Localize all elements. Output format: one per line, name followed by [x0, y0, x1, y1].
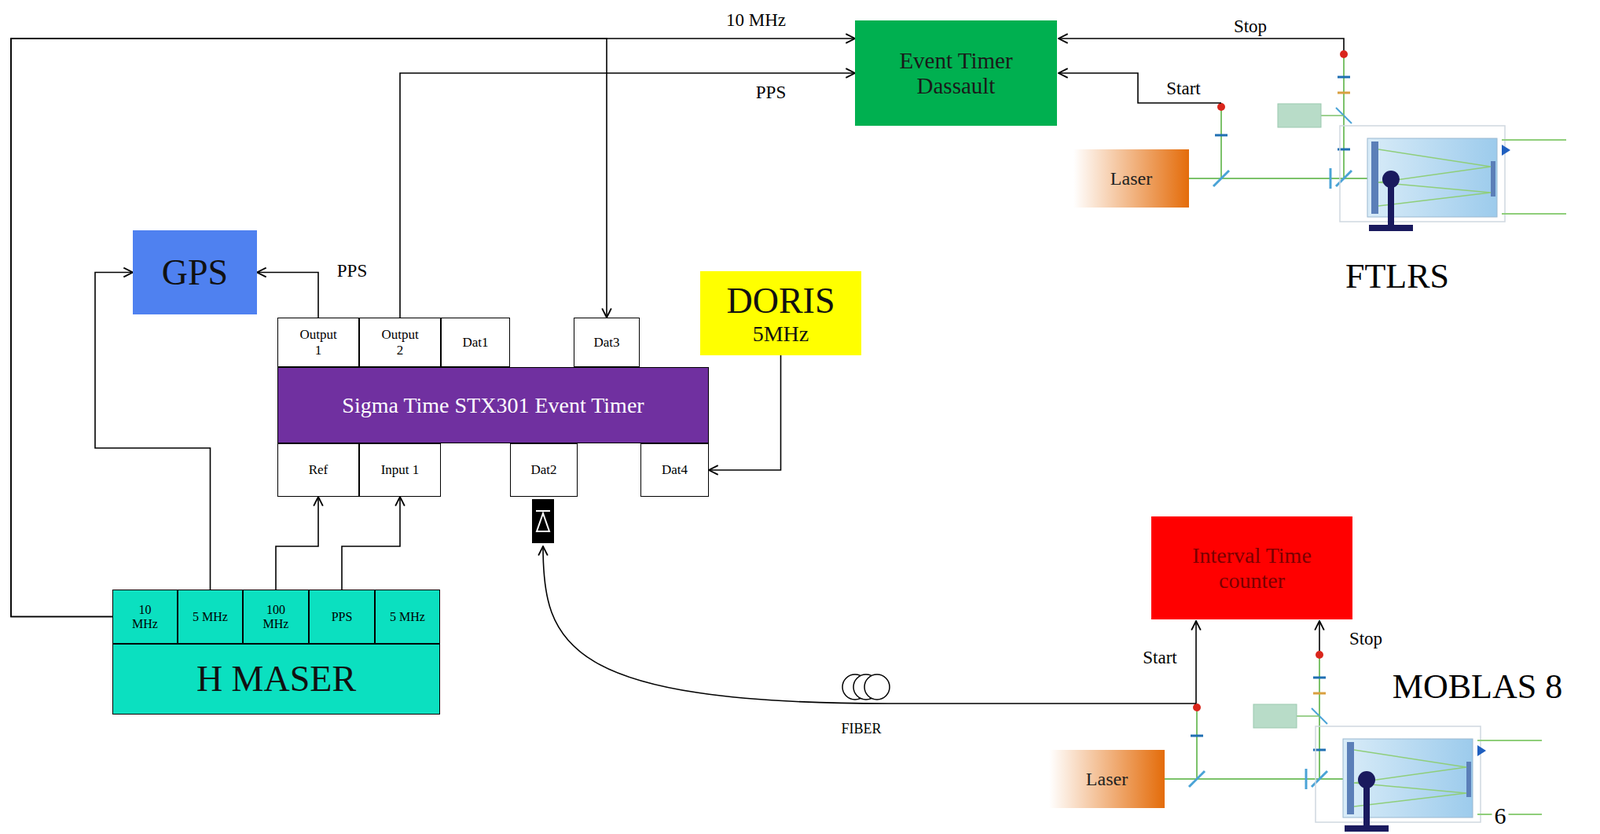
station-name: MOBLAS 8 [1390, 667, 1565, 706]
ftlrs-optics [1188, 50, 1567, 232]
doris-box: DORIS5MHz [700, 271, 862, 356]
node-text: GPS [161, 252, 228, 294]
node-text: PPS [331, 609, 353, 624]
edge-label: PPS [334, 260, 370, 281]
signal-connector [256, 272, 319, 319]
node-text: 10 MHz [124, 602, 166, 632]
station-name: FTLRS [1343, 257, 1452, 296]
signal-label: Start [1163, 78, 1203, 99]
stop-wire [1318, 620, 1321, 651]
page-number: 6 [1492, 802, 1509, 829]
node-text: Event Timer Dassault [862, 47, 1050, 100]
signal-connector [341, 496, 400, 590]
node-text: Dat2 [530, 462, 557, 478]
node-text: Dat3 [593, 334, 620, 350]
port-box: Dat4 [640, 443, 709, 497]
node-text: Output 2 [377, 326, 423, 357]
node-text: 5MHz [752, 321, 810, 346]
port-box: Dat2 [510, 443, 578, 497]
fiber-coil [842, 674, 890, 700]
node-text: Ref [308, 462, 329, 478]
node-text: 100 MHz [255, 602, 296, 632]
gps-box: GPS [132, 230, 257, 315]
signal-connector [95, 272, 211, 591]
node-text: Laser [1110, 168, 1153, 190]
edge-label: PPS [753, 82, 789, 103]
event-timer-box: Sigma Time STX301 Event Timer [277, 366, 709, 444]
port-box: Dat1 [440, 317, 511, 367]
signal-label: Stop [1346, 628, 1385, 649]
maser-box: H MASER [112, 643, 441, 715]
maser-port-box: 100 MHz [242, 589, 309, 644]
node-text: Dat4 [661, 462, 688, 478]
fiber-label: FIBER [838, 721, 884, 738]
photodiode-symbol [532, 499, 555, 544]
start-wire [1058, 73, 1222, 103]
node-text: Interval Time counter [1158, 543, 1346, 593]
node-text: Sigma Time STX301 Event Timer [341, 392, 644, 418]
maser-port-box: PPS [308, 589, 375, 644]
start-wire [1195, 620, 1197, 704]
laser-box: Laser [1073, 149, 1189, 208]
maser-port-box: 5 MHz [177, 589, 243, 644]
counter-box: Interval Time counter [1151, 516, 1353, 620]
signal-label: Start [1140, 647, 1179, 668]
port-box: Ref [277, 443, 360, 497]
port-box: Dat3 [573, 317, 640, 367]
stop-wire [1058, 38, 1344, 51]
maser-port-box: 5 MHz [374, 589, 441, 644]
node-text: Input 1 [381, 462, 420, 478]
port-box: Input 1 [359, 443, 441, 497]
signal-label: Stop [1231, 16, 1270, 37]
node-text: Laser [1086, 768, 1128, 790]
port-box: Output 1 [277, 317, 360, 367]
edge-label: 10 MHz [723, 10, 789, 30]
node-text: Dat1 [462, 334, 489, 350]
node-text: 5 MHz [389, 609, 426, 624]
signal-connector [275, 496, 319, 590]
laser-box: Laser [1049, 749, 1165, 808]
maser-port-box: 10 MHz [112, 589, 178, 644]
node-text: 5 MHz [192, 609, 228, 624]
node-text: DORIS [726, 280, 835, 322]
signal-connector [708, 355, 782, 470]
timer-box: Event Timer Dassault [855, 20, 1057, 126]
node-text: H MASER [196, 658, 356, 700]
fiber-line [543, 546, 1197, 704]
signal-connector [11, 38, 607, 617]
node-text: Output 1 [295, 326, 342, 357]
port-box: Output 2 [359, 317, 441, 367]
